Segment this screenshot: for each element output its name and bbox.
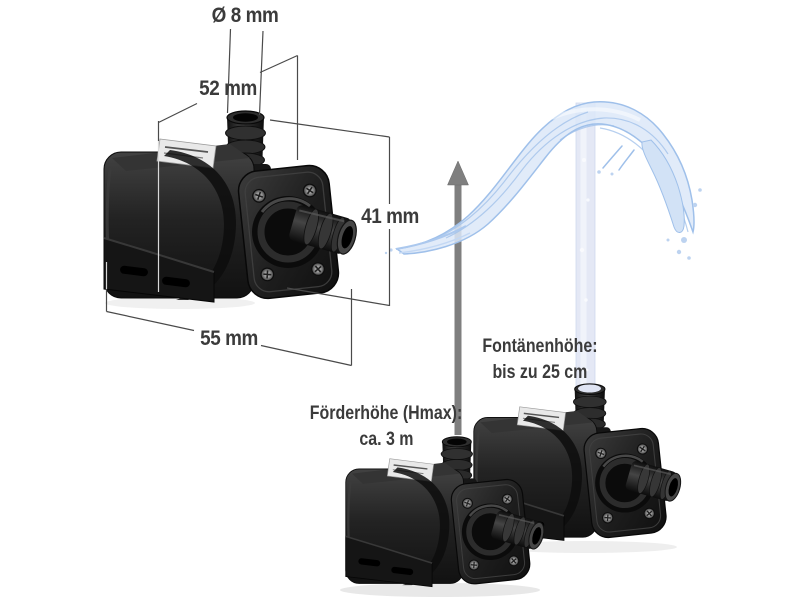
length-label: 55 mm: [200, 327, 258, 350]
fountain-height-title: Fontänenhöhe:: [482, 336, 598, 357]
water-jet: [575, 102, 596, 389]
diameter-label: Ø 8 mm: [211, 4, 279, 27]
height-witness-bottom: [286, 287, 390, 307]
head-height-value: ca. 3 m: [358, 429, 414, 450]
width-dimension-line-b: [259, 54, 298, 74]
width-dimension-line-a: [158, 102, 198, 124]
up-arrow-icon: [447, 160, 469, 435]
dimension-lines: [105, 28, 391, 367]
length-dimension-line-a: [106, 310, 195, 332]
pump-photo-main: [104, 111, 360, 302]
length-dimension-line-b: [260, 344, 352, 367]
water-splash: [384, 101, 702, 260]
head-height-title: Förderhöhe (Hmax):: [309, 403, 463, 424]
width-label: 52 mm: [199, 77, 257, 100]
fountain-height-label: Fontänenhöhe: bis zu 25 cm: [471, 334, 608, 386]
head-height-label: Förderhöhe (Hmax): ca. 3 m: [295, 401, 477, 453]
diameter-witness-left: [226, 28, 232, 114]
jet-entry-water: [578, 384, 601, 393]
diameter-witness-right: [258, 30, 264, 116]
fountain-height-value: bis zu 25 cm: [492, 362, 588, 383]
height-label: 41 mm: [361, 205, 419, 228]
height-witness-top: [269, 119, 390, 138]
